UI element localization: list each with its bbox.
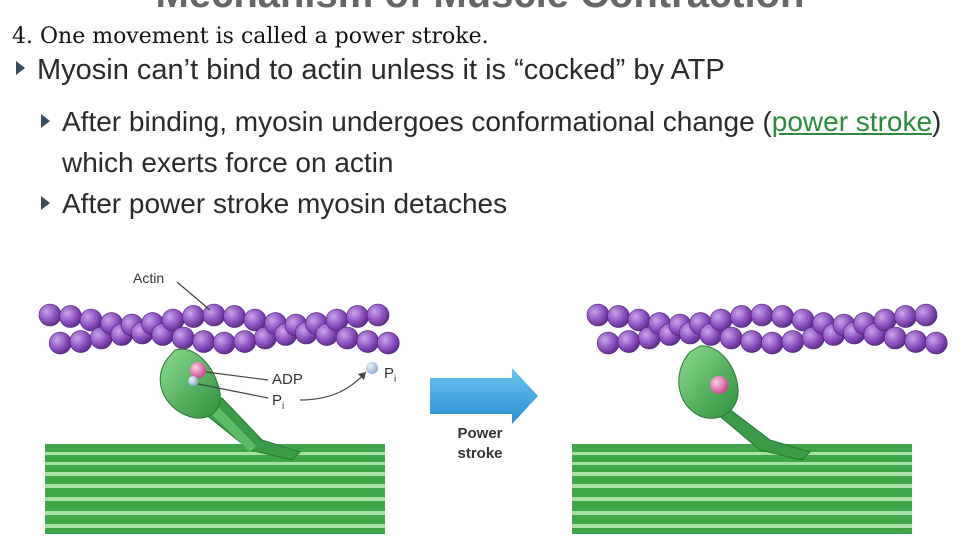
- actin-subunit: [171, 326, 195, 350]
- actin-subunit: [904, 330, 928, 353]
- bullet-arrow-icon: [41, 195, 50, 210]
- actin-subunit: [48, 331, 72, 355]
- actin-label-leader: [176, 281, 211, 311]
- myosin-cocked-left: [159, 348, 301, 461]
- bullet-arrow-icon: [41, 113, 50, 128]
- actin-subunit: [760, 331, 784, 355]
- thick-filament-right: [572, 444, 912, 534]
- actin-subunit: [366, 303, 390, 327]
- actin-subunit: [596, 331, 620, 355]
- pi-leader: [197, 383, 269, 399]
- actin-subunit: [182, 305, 205, 328]
- actin-subunit: [740, 330, 764, 353]
- bullet-text-before: After binding, myosin undergoes conforma…: [62, 106, 772, 137]
- bullet-text: After power stroke myosin detaches: [62, 188, 508, 219]
- phosphate-molecule-left: [188, 376, 198, 386]
- actin-subunit: [233, 330, 257, 353]
- slide-title-cut-off: Mechanism of Muscle Contraction: [0, 0, 960, 17]
- power-stroke-link[interactable]: power stroke: [771, 106, 933, 137]
- arrow-label-line2: stroke: [457, 445, 502, 462]
- adp-molecule-right: [710, 376, 728, 394]
- adp-molecule-left: [190, 362, 206, 378]
- actin-filament-right: [586, 303, 948, 355]
- power-stroke-arrow-icon: [430, 368, 538, 424]
- actin-subunit: [914, 303, 938, 327]
- bullet-text-after: ) which exerts force on actin: [62, 106, 942, 178]
- adp-label: ADP: [272, 371, 303, 388]
- actin-subunit: [586, 303, 610, 327]
- actin-subunit: [335, 326, 359, 350]
- actin-subunit: [69, 330, 93, 353]
- actin-subunit: [750, 303, 774, 327]
- actin-subunit: [894, 305, 917, 328]
- actin-subunit: [781, 330, 805, 353]
- actin-subunit: [771, 305, 794, 328]
- adp-leader: [205, 371, 269, 381]
- actin-subunit: [924, 331, 948, 355]
- actin-subunit: [883, 326, 907, 350]
- pi-release-arrow: [299, 371, 367, 401]
- myosin-stroked-right: [678, 345, 811, 461]
- actin-subunit: [356, 330, 380, 353]
- actin-subunit: [730, 305, 753, 328]
- bullet-text: Myosin can’t bind to actin unless it is …: [37, 54, 725, 86]
- thick-filament-left: [45, 444, 385, 534]
- pi-label-left: Pi: [272, 392, 284, 412]
- bullet-arrow-icon: [16, 61, 25, 76]
- bullet-cocked-by-atp: Myosin can’t bind to actin unless it is …: [16, 54, 725, 87]
- actin-subunit: [223, 305, 246, 328]
- actin-subunit: [607, 305, 630, 328]
- slide-caption: 4. One movement is called a power stroke…: [12, 24, 489, 49]
- actin-subunit: [59, 305, 82, 328]
- actin-subunit: [346, 305, 369, 328]
- bullet-conformational-change: After binding, myosin undergoes conforma…: [41, 101, 942, 183]
- actin-filament-left: [38, 303, 400, 355]
- actin-subunit: [719, 326, 743, 350]
- actin-subunit: [376, 331, 400, 355]
- actin-subunit: [38, 303, 62, 327]
- pi-label-right: Pi: [384, 365, 396, 385]
- actin-subunit: [212, 331, 236, 355]
- arrow-label-line1: Power: [457, 425, 502, 442]
- actin-subunit: [192, 330, 216, 353]
- actin-subunit: [617, 330, 641, 353]
- actin-label: Actin: [133, 270, 164, 286]
- released-phosphate: [366, 362, 378, 374]
- bullet-myosin-detaches: After power stroke myosin detaches: [41, 188, 508, 220]
